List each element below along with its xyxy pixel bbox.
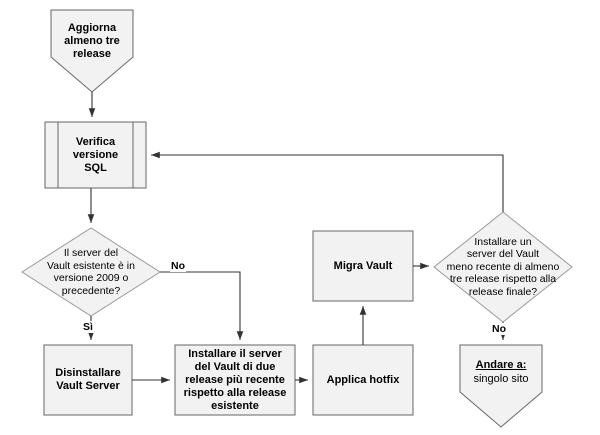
shape-andare-a-singolo-sito [459,344,543,428]
shape-decisione-release-finale [433,211,573,323]
shape-decisione-versione-2009 [21,227,161,317]
edge-label-no-left: No [170,260,186,272]
shape-installare-server-vault [174,344,296,416]
shape-disinstallare-vault-server [43,344,133,416]
shape-applica-hotfix [312,344,414,416]
edge-decisione-no-to-installare [160,271,244,340]
shape-migra-vault [312,230,414,302]
edge-label-no-right: No [491,323,507,335]
edge-label-si-left: Sì [82,321,94,333]
edge-decisione-finale-loop-to-verifica [151,151,504,212]
shape-verifica-versione-sql [44,121,147,189]
shape-aggiorna-release [50,9,134,93]
